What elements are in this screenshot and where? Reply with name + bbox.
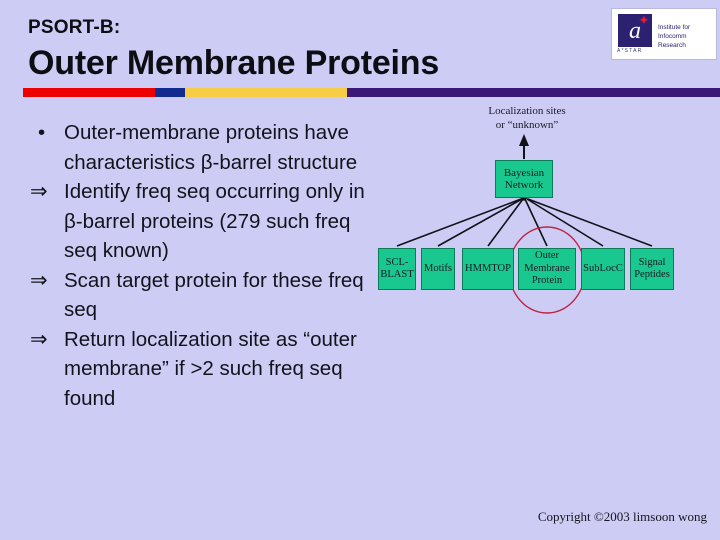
divider-segment-purple <box>347 88 720 97</box>
slide-title: Outer Membrane Proteins <box>28 44 440 82</box>
node-subloc: SubLocC <box>581 248 625 290</box>
astar-wordmark: A*STAR <box>617 48 643 54</box>
bullet-text: Identify freq seq occurring only in β-ba… <box>64 180 365 262</box>
diagram-output-label: Localization sites or “unknown” <box>462 104 592 132</box>
arrowhead-to-output <box>519 134 529 146</box>
astar-mark-icon <box>618 14 652 47</box>
node-bayesian-network: Bayesian Network <box>495 160 553 198</box>
output-label-line1: Localization sites <box>488 105 566 117</box>
node-hmmtop: HMMTOP <box>462 248 514 290</box>
list-item: ⇒ Return localization site as “outer mem… <box>30 325 370 414</box>
list-item: • Outer-membrane proteins have character… <box>30 118 370 177</box>
bullet-list: • Outer-membrane proteins have character… <box>30 118 370 413</box>
institute-name: Institute for Infocomm Research <box>658 23 716 50</box>
node-signal-peptides: Signal Peptides <box>630 248 674 290</box>
divider-segment-red <box>23 88 155 97</box>
bullet-text: Scan target protein for these freq seq <box>64 268 364 322</box>
edge-hmmtop <box>487 198 524 247</box>
list-item: ⇒ Scan target protein for these freq seq <box>30 266 370 325</box>
edge-signal-peptides <box>527 198 653 247</box>
divider-segment-gold <box>185 88 347 97</box>
node-outer-membrane-protein: Outer Membrane Protein <box>518 248 576 290</box>
diagram-connectors <box>396 134 653 314</box>
bullet-marker-arrow: ⇒ <box>30 327 48 351</box>
institute-name-line1: Institute for <box>658 24 691 31</box>
star-icon: ✦ <box>638 12 650 28</box>
node-motifs: Motifs <box>421 248 455 290</box>
bullet-marker-arrow: ⇒ <box>30 268 48 292</box>
edge-scl-blast <box>396 198 522 247</box>
divider-segment-blue <box>155 88 185 97</box>
bullet-marker-arrow: ⇒ <box>30 180 48 203</box>
output-label-line2: or “unknown” <box>495 119 559 131</box>
logo-letter-a: a <box>629 18 641 44</box>
edge-motifs <box>437 198 523 247</box>
psortb-architecture-diagram: Localization sites or “unknown” Bayesian… <box>370 100 720 325</box>
copyright-notice: Copyright ©2003 limsoon wong <box>537 509 707 524</box>
edge-subloc <box>526 198 604 247</box>
bullet-marker-dot: • <box>38 121 46 144</box>
node-scl-blast: SCL-BLAST <box>378 248 416 290</box>
slide-subtitle: PSORT-B: <box>28 17 121 38</box>
list-item: ⇒ Identify freq seq occurring only in β-… <box>30 177 370 266</box>
institute-name-line2: Infocomm Research <box>658 33 687 49</box>
institute-logo: a ✦ A*STAR Institute for Infocomm Resear… <box>611 8 717 60</box>
bullet-text: Outer-membrane proteins have characteris… <box>64 121 358 174</box>
bullet-text: Return localization site as “outer membr… <box>64 327 357 410</box>
edge-outer-membrane-protein <box>524 198 548 247</box>
